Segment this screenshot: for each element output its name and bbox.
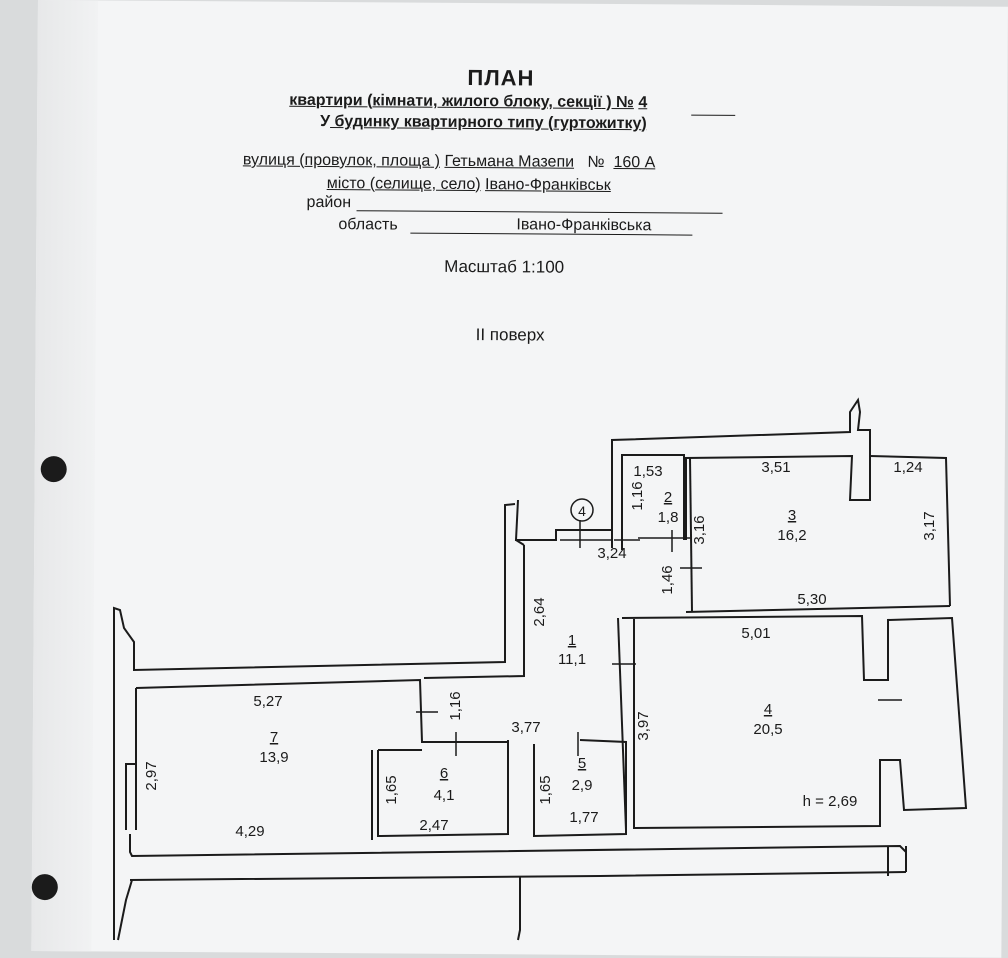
- room-2-id: 2: [664, 489, 672, 506]
- room-4-id: 4: [764, 701, 772, 718]
- dim-3-77: 3,77: [511, 719, 540, 736]
- room-7-area: 13,9: [259, 749, 288, 766]
- plan-door-markers: [416, 520, 902, 756]
- unit-marker-number: 4: [578, 503, 586, 519]
- dim-3-24: 3,24: [597, 545, 626, 562]
- dim-2-64: 2,64: [531, 597, 548, 626]
- room-1-id: 1: [568, 632, 576, 649]
- room-3-id: 3: [788, 507, 796, 524]
- unit-marker-circle: [570, 498, 594, 522]
- room-5-area: 2,9: [572, 777, 593, 794]
- dim-1-16-lower: 1,16: [447, 691, 464, 720]
- dim-5-27: 5,27: [253, 693, 282, 710]
- room-1-area: 11,1: [558, 651, 586, 668]
- dim-2-97: 2,97: [143, 761, 160, 790]
- dim-4-29: 4,29: [235, 823, 264, 840]
- dim-1-53: 1,53: [633, 463, 662, 480]
- room-3-area: 16,2: [777, 527, 806, 544]
- room-6-id: 6: [440, 765, 448, 782]
- dim-1-24: 1,24: [893, 459, 922, 476]
- dim-3-17: 3,17: [921, 511, 938, 540]
- ceiling-height: h = 2,69: [803, 793, 858, 810]
- dim-1-65-room6: 1,65: [383, 775, 400, 804]
- room-labels: 1 11,1 2 1,8 3 16,2 4 20,5 5 2,9 6 4,1 7…: [259, 489, 806, 804]
- room-4-area: 20,5: [753, 721, 782, 738]
- dim-1-65-room5: 1,65: [537, 775, 554, 804]
- plan-walls: [113, 397, 968, 941]
- dim-3-51: 3,51: [761, 459, 790, 476]
- room-6-area: 4,1: [434, 787, 455, 804]
- dim-1-77: 1,77: [569, 809, 598, 826]
- dim-3-97: 3,97: [635, 711, 652, 740]
- dim-5-30: 5,30: [797, 591, 826, 608]
- dim-1-46: 1,46: [659, 565, 676, 594]
- dim-3-16: 3,16: [691, 515, 708, 544]
- dim-2-47: 2,47: [419, 817, 448, 834]
- dim-1-16-upper: 1,16: [629, 481, 646, 510]
- room-7-id: 7: [270, 729, 278, 746]
- dim-5-01: 5,01: [741, 625, 770, 642]
- dimension-labels: 1,53 3,51 1,24 3,24 5,30 5,01 5,27 3,77 …: [235, 459, 922, 840]
- room-5-id: 5: [578, 755, 586, 772]
- room-2-area: 1,8: [658, 509, 679, 526]
- vertical-dimension-labels: 1,16 3,16 3,17 1,46 2,64 1,16 3,97 2,97 …: [143, 481, 938, 804]
- unit-marker: 4: [570, 498, 594, 522]
